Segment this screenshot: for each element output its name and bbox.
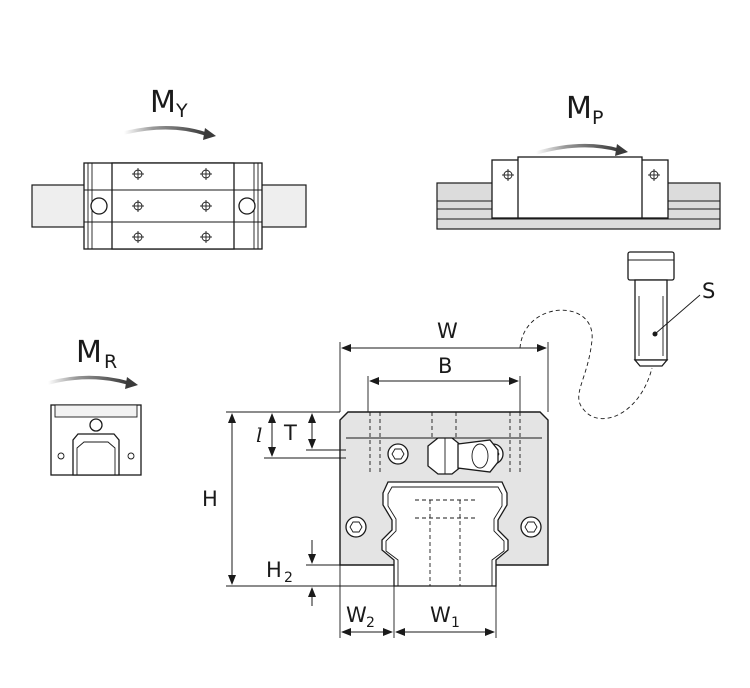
mp-label: M [566,91,592,126]
s-label: S [702,279,715,303]
screw-detail: S [519,251,715,420]
w2-label: W [346,603,367,627]
w2-label-sub: 2 [366,615,375,631]
l-label: l [256,423,262,447]
my-label: M [150,85,176,120]
grease-nipple [427,437,499,475]
w-label: W [437,319,458,343]
dimension-lines: W B H T l H 2 W 2 W 1 [202,319,549,638]
t-label: T [283,421,297,445]
w1-label-sub: 1 [451,615,460,631]
h2-label: H [266,558,282,582]
my-label-sub: Y [175,100,188,122]
mr-label-sub: R [104,351,117,373]
mp-label-sub: P [592,107,603,129]
my-top-view: M Y [31,85,307,250]
mr-front-view: M R [47,335,142,476]
b-label: B [438,354,452,378]
h-label: H [202,487,218,511]
main-cross-section [339,411,549,587]
mp-side-view: M P [436,91,721,230]
mr-label: M [76,335,102,370]
w1-label: W [430,603,451,627]
h2-label-sub: 2 [284,570,293,586]
